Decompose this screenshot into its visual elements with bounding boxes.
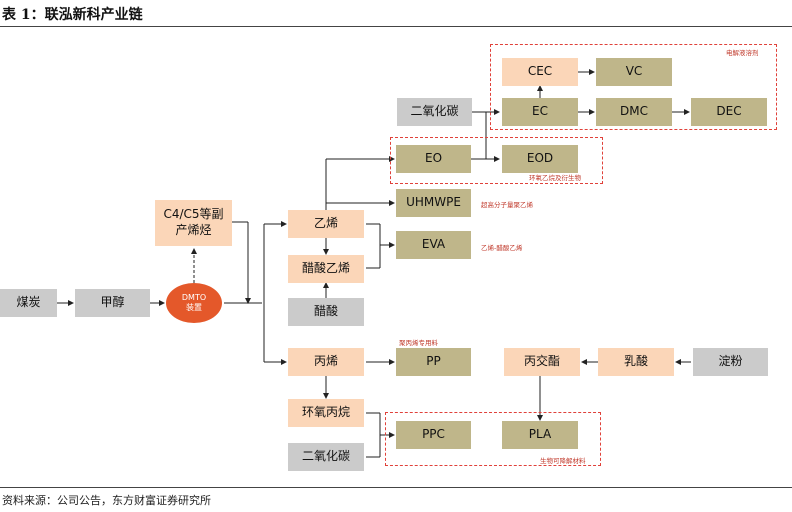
eva-note: 乙烯-醋酸乙烯	[481, 244, 523, 252]
node-dmc: DMC	[596, 98, 672, 126]
node-propylene-oxide: 环氧丙烷	[288, 399, 364, 427]
source-note: 资料来源：公司公告，东方财富证券研究所	[2, 494, 211, 507]
node-methanol: 甲醇	[75, 289, 150, 317]
node-propylene: 丙烯	[288, 348, 364, 376]
node-pp: PP	[396, 348, 471, 376]
eo-derivatives-note: 环氧乙烷及衍生物	[529, 174, 581, 182]
node-ppc: PPC	[396, 421, 471, 449]
node-co2-bottom: 二氧化碳	[288, 443, 364, 471]
node-lactic-acid: 乳酸	[598, 348, 674, 376]
eo-derivatives-group	[390, 137, 603, 184]
node-ethylene: 乙烯	[288, 210, 364, 238]
node-coal: 煤炭	[0, 289, 57, 317]
node-lactide: 丙交酯	[504, 348, 580, 376]
biodegradable-note: 生物可降解材料	[540, 457, 586, 465]
node-eo: EO	[396, 145, 471, 173]
uhmwpe-note: 超高分子量聚乙烯	[481, 201, 533, 209]
node-acetic-acid: 醋酸	[288, 298, 364, 326]
node-pla: PLA	[502, 421, 578, 449]
node-c4c5-olefins: C4/C5等副 产烯烃	[155, 200, 232, 246]
electrolyte-solvent-group	[490, 44, 777, 130]
node-vinyl-acetate: 醋酸乙烯	[288, 255, 364, 283]
node-starch: 淀粉	[693, 348, 768, 376]
node-uhmwpe: UHMWPE	[396, 189, 471, 217]
page-title: 表 1：联泓新科产业链	[2, 7, 143, 23]
node-vc: VC	[596, 58, 672, 86]
node-eod: EOD	[502, 145, 578, 173]
title-divider	[0, 26, 792, 27]
pp-note: 聚丙烯专用料	[399, 339, 438, 347]
source-divider	[0, 487, 792, 488]
biodegradable-group	[385, 412, 601, 466]
node-eva: EVA	[396, 231, 471, 259]
node-cec: CEC	[502, 58, 578, 86]
node-dec: DEC	[691, 98, 767, 126]
node-dmto: DMTO 装置	[166, 283, 222, 323]
node-ec: EC	[502, 98, 578, 126]
electrolyte-solvent-note: 电解液溶剂	[726, 49, 759, 57]
node-co2-top: 二氧化碳	[397, 98, 472, 126]
